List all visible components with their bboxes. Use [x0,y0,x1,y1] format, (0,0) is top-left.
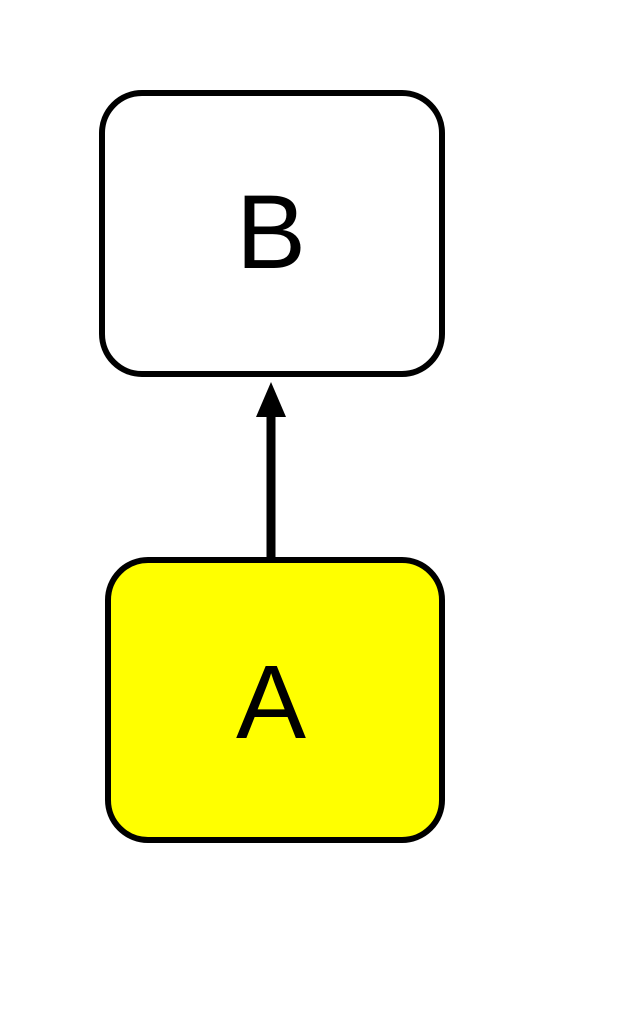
node-a-shape[interactable] [105,557,445,843]
node-b[interactable]: B [99,90,445,377]
node-b-label: B [236,174,306,291]
node-a-label: A [236,644,306,761]
edge-a-to-b[interactable] [256,382,286,560]
node-a[interactable]: A [105,557,445,843]
node-b-shape[interactable] [99,90,445,377]
edge-a-to-b-arrowhead-icon [256,382,286,417]
